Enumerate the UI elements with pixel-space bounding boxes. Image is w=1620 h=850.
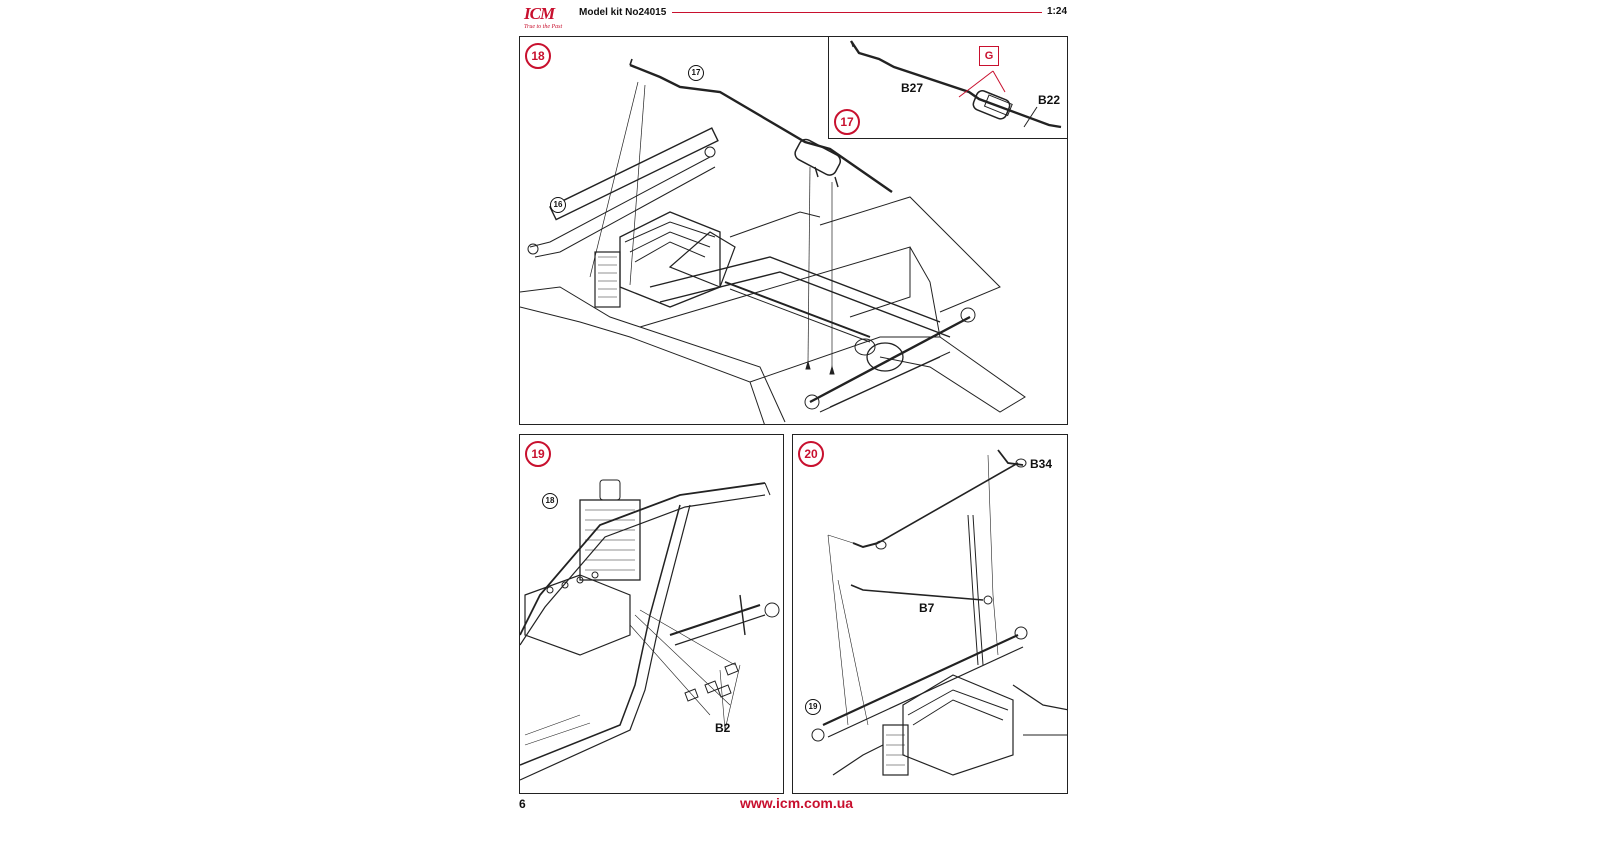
logo-tagline: True to the Past xyxy=(524,24,563,30)
part-b2-label: B2 xyxy=(715,721,731,735)
step-20-number: 20 xyxy=(798,441,824,467)
step-17-illustration xyxy=(850,40,1062,129)
part-b7-label: B7 xyxy=(919,601,935,615)
icm-logo: ICM True to the Past xyxy=(520,4,570,34)
kit-label: Model kit No24015 xyxy=(579,7,667,18)
part-b34-label: B34 xyxy=(1030,457,1053,471)
step-17-number: 17 xyxy=(834,109,860,135)
step-18-number: 18 xyxy=(525,43,551,69)
ref-step-16-badge: 16 xyxy=(550,197,566,213)
header-rule xyxy=(672,12,1042,13)
logo-text: ICM xyxy=(524,4,555,23)
step-19-panel: 19 18 B2 xyxy=(519,434,784,794)
ref-step-18-badge: 18 xyxy=(542,493,558,509)
part-b22-label: B22 xyxy=(1038,93,1061,107)
step-20-panel: 20 B34 B7 19 xyxy=(792,434,1068,794)
step-20-illustration xyxy=(811,449,1067,776)
ref-step-17-badge: 17 xyxy=(688,65,704,81)
step-19-illustration xyxy=(520,479,780,781)
scale-label: 1:24 xyxy=(1047,6,1068,17)
step-18-illustration xyxy=(520,58,1026,424)
website-link[interactable]: www.icm.com.ua xyxy=(740,795,854,811)
paint-code-box: G xyxy=(979,46,999,66)
page-number: 6 xyxy=(519,797,526,811)
step-19-number: 19 xyxy=(525,441,551,467)
ref-step-19-badge: 19 xyxy=(805,699,821,715)
part-b27-label: B27 xyxy=(901,81,924,95)
step-17-inset-panel: 17 G B27 B22 xyxy=(828,36,1068,139)
